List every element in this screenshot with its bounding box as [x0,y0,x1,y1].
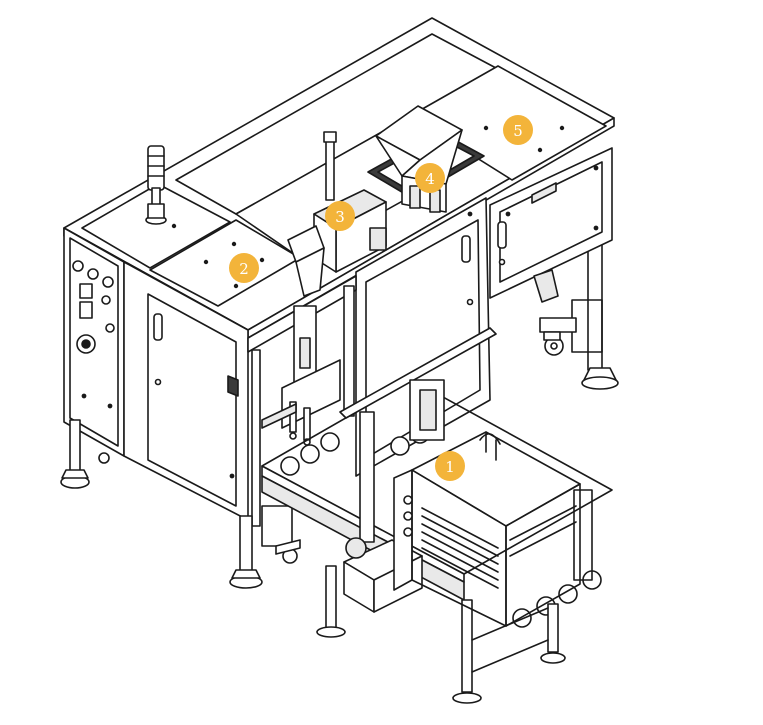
callout-number: 4 [425,170,435,188]
callout-number: 1 [445,458,455,476]
callout-badges: 1 2 3 4 5 [229,115,533,481]
callout-badge-5: 5 [503,115,533,145]
rear-cabinet [489,147,613,303]
callout-badge-4: 4 [415,163,445,193]
callout-number: 2 [239,260,249,278]
callout-circle [415,163,445,193]
inner-frame [247,275,357,527]
front-cabinet-left [123,261,249,521]
control-cabinet [63,227,125,457]
callout-circle [503,115,533,145]
callout-badge-3: 3 [325,201,355,231]
callout-circle [435,451,465,481]
callout-badge-1: 1 [435,451,465,481]
callout-number: 5 [513,122,523,140]
callout-circle [325,201,355,231]
callout-number: 3 [335,208,345,226]
signal-tower [145,145,167,225]
conveyor [261,327,613,704]
callout-circle [229,253,259,283]
magazine-rack [393,431,593,627]
front-legs [60,419,301,589]
rear-right-leg [539,239,619,390]
callout-badge-2: 2 [229,253,259,283]
